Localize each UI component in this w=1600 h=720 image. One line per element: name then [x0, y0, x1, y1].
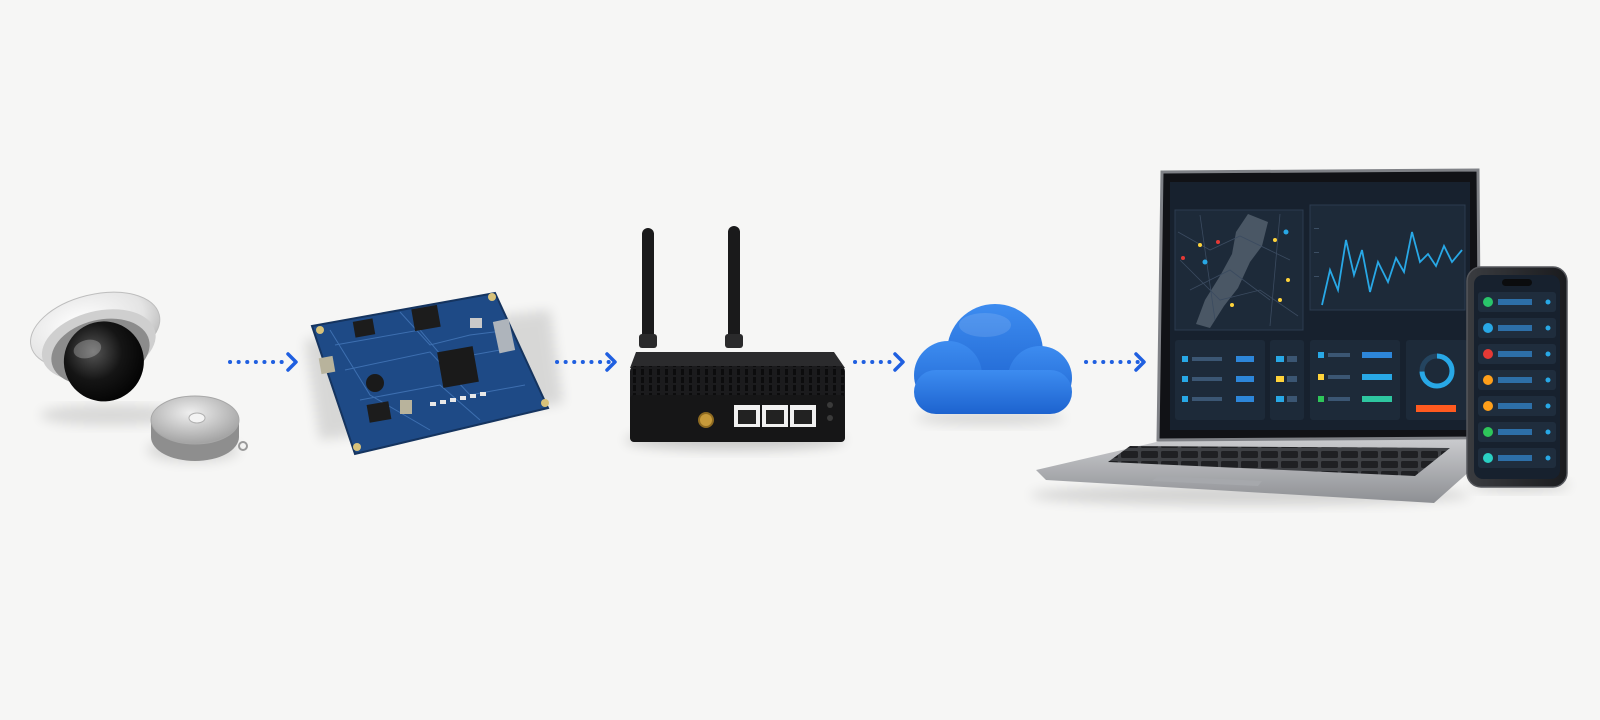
ethernet-port-2	[762, 405, 788, 427]
ethernet-port-1	[734, 405, 760, 427]
security-camera-icon	[30, 291, 161, 402]
status-dot	[1483, 375, 1493, 385]
sensor-camera-group	[30, 291, 248, 462]
arrow-gateway-to-cloud	[853, 352, 905, 372]
gauge-panel	[1406, 340, 1468, 420]
phone-list-item	[1478, 370, 1556, 390]
metrics-panel-3	[1310, 340, 1400, 420]
arrow-board-to-gateway	[555, 352, 617, 372]
phone-list	[1478, 292, 1556, 468]
status-dot	[1483, 297, 1493, 307]
phone-list-item	[1478, 422, 1556, 442]
router-icon	[625, 226, 845, 450]
arrow-cloud-to-dashboard	[1084, 352, 1146, 372]
arrow-sensors-to-board	[228, 352, 298, 372]
router-antenna-left	[639, 228, 657, 348]
circuit-board-icon	[305, 291, 563, 456]
status-dot	[1483, 453, 1493, 463]
phone-list-item	[1478, 344, 1556, 364]
router-antenna-right	[725, 226, 743, 348]
cloud-icon	[914, 304, 1072, 425]
phone-list-item	[1478, 396, 1556, 416]
phone-list-item	[1478, 292, 1556, 312]
status-dot	[1483, 323, 1493, 333]
phone-list-item	[1478, 448, 1556, 468]
phone-dashboard-icon	[1466, 266, 1570, 491]
map-panel	[1174, 209, 1304, 331]
connector-arrows	[228, 352, 1146, 372]
metrics-panel-1	[1175, 340, 1265, 420]
status-dot	[1483, 401, 1493, 411]
status-dot	[1483, 349, 1493, 359]
puck-sensor-icon	[150, 395, 248, 461]
metrics-panel-2	[1270, 340, 1304, 420]
status-dot	[1483, 427, 1493, 437]
laptop-dashboard-icon	[1030, 168, 1482, 505]
ethernet-port-3	[790, 405, 816, 427]
phone-list-item	[1478, 318, 1556, 338]
line-chart-panel	[1309, 204, 1466, 311]
